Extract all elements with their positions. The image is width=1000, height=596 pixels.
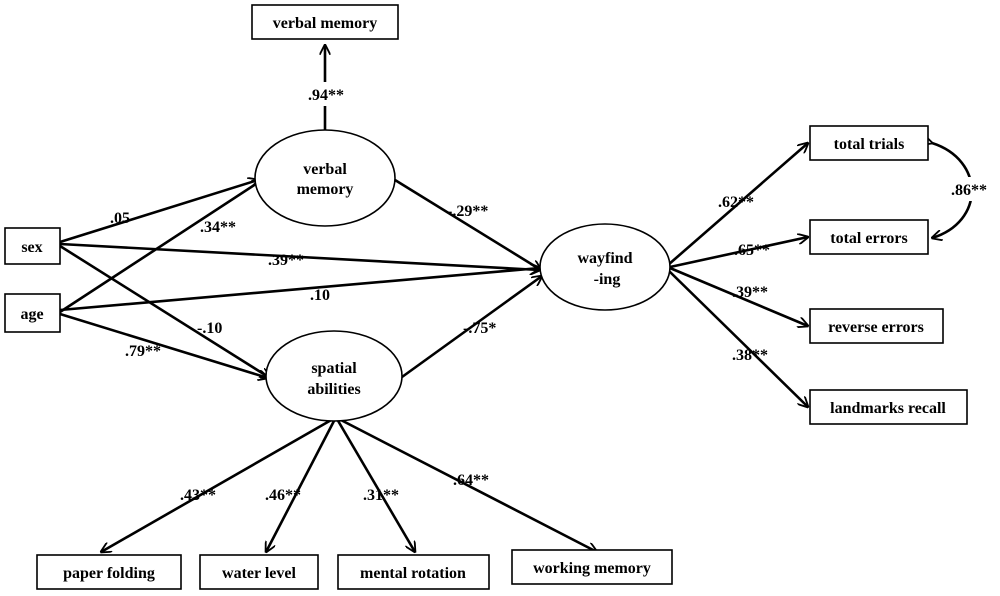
observed-variables: verbal memory sex age total trials total… <box>4 4 968 590</box>
label-verbal-memory: verbal memory <box>273 15 377 32</box>
label-age: age <box>20 306 43 323</box>
box-mental-rotation <box>337 554 490 590</box>
label-wayfinding-line2: -ing <box>594 271 621 288</box>
box-paper-folding <box>36 554 182 590</box>
coef-spatial-to-water-level: .46** <box>265 487 301 504</box>
arrow-spatial-to-paper-folding <box>101 417 334 552</box>
coef-sex-to-verbal: .05 <box>110 210 130 227</box>
coef-age-to-spatial: .79** <box>125 343 161 360</box>
path-coefficients: .94** .05 .34** .39** .10 -.10 .79** -.2… <box>110 82 998 504</box>
label-sex: sex <box>21 239 42 256</box>
label-total-trials: total trials <box>834 136 905 153</box>
ellipse-wayfinding <box>539 223 671 311</box>
label-total-errors: total errors <box>830 230 907 247</box>
coef-sex-to-spatial: -.10 <box>197 320 222 337</box>
arrow-age-to-wayfinding <box>59 268 540 312</box>
box-working-memory <box>511 549 673 585</box>
label-landmarks-recall: landmarks recall <box>830 400 946 417</box>
coef-spatial-to-wayfinding: -.75* <box>463 320 496 337</box>
ellipse-verbal-memory <box>254 129 396 227</box>
label-mental-rotation: mental rotation <box>360 565 466 582</box>
box-sex <box>4 227 61 265</box>
coef-age-to-wayfinding: .10 <box>310 287 330 304</box>
label-water-level: water level <box>222 565 296 582</box>
arrow-spatial-to-water-level <box>266 418 337 552</box>
coef-wayfinding-to-landmarks: .38** <box>732 347 768 364</box>
box-reverse-errors <box>809 308 944 344</box>
box-verbal-memory <box>251 4 399 40</box>
arrow-wayfinding-to-total-errors <box>669 237 808 269</box>
box-landmarks-recall <box>809 389 968 425</box>
label-working-memory: working memory <box>533 560 651 577</box>
arrow-spatial-to-working-memory <box>338 417 597 552</box>
label-verbal-latent-line2: memory <box>297 181 354 198</box>
coef-age-to-verbal: .34** <box>200 219 236 236</box>
arrow-wayfinding-to-reverse-errors <box>669 266 808 326</box>
box-age <box>4 293 61 333</box>
coef-verbal-to-indicator: .94** <box>308 87 344 104</box>
coef-wayfinding-to-reverse-errors: .39** <box>732 284 768 301</box>
label-paper-folding: paper folding <box>63 565 155 582</box>
coef-wayfinding-to-total-trials: .62** <box>718 194 754 211</box>
label-wayfinding-line1: wayfind <box>577 250 632 267</box>
coef-wayfinding-to-total-errors: .65** <box>734 242 770 259</box>
arrow-spatial-to-wayfinding <box>401 276 542 379</box>
label-reverse-errors: reverse errors <box>828 319 924 336</box>
coef-sex-to-wayfinding: .39** <box>268 252 304 269</box>
arrow-spatial-to-mental-rotation <box>335 418 415 552</box>
coef-spatial-to-paper-folding: .43** <box>180 487 216 504</box>
path-arrows <box>59 45 974 552</box>
coef-verbal-to-wayfinding: -.29** <box>447 203 488 220</box>
ellipse-spatial-abilities <box>265 330 403 422</box>
arrow-sex-to-verbal <box>59 180 258 244</box>
arrow-wayfinding-to-landmarks <box>667 269 808 407</box>
coef-spatial-to-working-memory: .64** <box>453 472 489 489</box>
label-verbal-latent-line1: verbal <box>303 161 347 178</box>
arrow-sex-to-wayfinding <box>59 242 540 270</box>
box-total-errors <box>809 219 929 255</box>
label-spatial-latent-line2: abilities <box>307 381 360 398</box>
box-total-trials <box>809 125 929 161</box>
latent-variables: verbal memory wayfind -ing spatial abili… <box>254 129 671 422</box>
arrow-age-to-spatial <box>59 312 268 378</box>
coef-spatial-to-mental-rotation: .31** <box>363 487 399 504</box>
arrow-verbal-to-wayfinding <box>394 178 541 270</box>
box-water-level <box>199 554 319 590</box>
arrow-age-to-verbal <box>59 180 262 314</box>
coef-trials-errors-covariance: .86** <box>951 182 987 199</box>
label-spatial-latent-line1: spatial <box>311 360 357 377</box>
arrow-wayfinding-to-total-trials <box>667 143 808 266</box>
arrow-sex-to-spatial <box>59 244 270 378</box>
